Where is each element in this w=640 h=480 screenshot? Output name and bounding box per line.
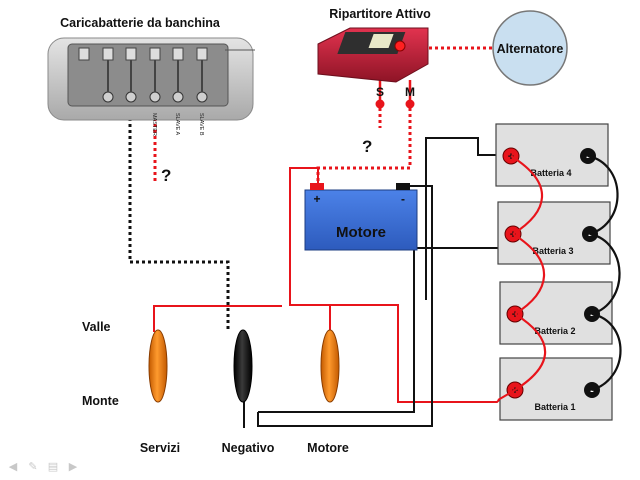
charger-screw-top: [196, 47, 208, 61]
charger-screw-top: [149, 47, 161, 61]
house-battery: +-Batteria 1: [499, 357, 613, 421]
charger-screws: [78, 47, 208, 103]
battery-switches: Servizi Negativo Motore: [140, 329, 349, 455]
alternator: Alternatore: [492, 10, 568, 86]
battery-parallel-negative-wire: [587, 154, 619, 236]
charger-terminal-slave-a: SLAVE A: [174, 113, 180, 136]
battery4-negative-feed-wire: [425, 137, 498, 300]
splitter-question-mark: ?: [362, 137, 372, 156]
prev-arrow-icon[interactable]: ◀: [8, 460, 18, 473]
switch-lever[interactable]: [148, 329, 168, 403]
splitter-terminal-s-dot: [375, 99, 385, 109]
battery-parallel-negative-wire: [589, 232, 621, 316]
charger-screw-top: [125, 47, 137, 61]
splitter-terminal-m-dot: [405, 99, 415, 109]
charger-title: Caricabatterie da banchina: [60, 16, 221, 30]
switch-lever[interactable]: [233, 329, 253, 403]
charger-terminal-master: MASTER: [151, 113, 157, 136]
pen-icon[interactable]: ✎: [28, 460, 38, 473]
charger-terminal-screw: [102, 91, 114, 103]
house-battery-label: Batteria 2: [534, 326, 575, 336]
charger-terminal-slave-b: SLAVE B: [198, 113, 204, 136]
engine-battery-minus: -: [401, 192, 405, 206]
splitter-terminal-m: M: [405, 85, 415, 99]
engine-battery-plus: +: [313, 192, 320, 206]
house-negative-main-wire: [258, 247, 498, 413]
battery-minus-sign: -: [590, 385, 594, 397]
switch-position-upper: Valle: [82, 320, 111, 334]
splitter-led: [394, 40, 406, 52]
battery-parallel-positive-wire: [510, 155, 544, 235]
battery-switch[interactable]: Motore: [307, 329, 349, 455]
slide-navigation: ◀ ✎ ▤ ▶: [6, 461, 80, 473]
charger-terminal-screw: [172, 91, 184, 103]
shore-charger: Caricabatterie da banchina MASTER SLAVE …: [47, 16, 255, 185]
charger-terminal-screw: [149, 91, 161, 103]
engine-battery-plus-post: [310, 183, 324, 190]
house-battery-label: Batteria 4: [530, 168, 571, 178]
charger-terminal-screw: [125, 91, 137, 103]
charger-screw-top: [78, 47, 90, 61]
alternator-label: Alternatore: [497, 42, 564, 56]
alternator-circle: [492, 10, 568, 86]
engine-negative-wire: [257, 185, 433, 427]
house-battery-label: Batteria 3: [532, 246, 573, 256]
charger-screw-top: [102, 47, 114, 61]
charger-terminal-screw: [196, 91, 208, 103]
active-splitter: Ripartitore Attivo S M ?: [317, 7, 431, 156]
battery-parallel-negative-wire: [591, 312, 622, 392]
wires: [128, 46, 511, 428]
battery-parallel-positive-wire: [512, 233, 546, 315]
switch-label: Motore: [307, 441, 349, 455]
splitter-m-dotted-wire: [316, 108, 412, 186]
charger-question-mark: ?: [161, 166, 171, 185]
engine-positive-wire: [289, 167, 511, 403]
switch-position-lower: Monte: [82, 394, 119, 408]
switch-label: Servizi: [140, 441, 180, 455]
splitter-title: Ripartitore Attivo: [329, 7, 431, 21]
switch-label: Negativo: [222, 441, 275, 455]
switch-lever[interactable]: [320, 329, 340, 403]
house-batteries: +-Batteria 4+-Batteria 3+-Batteria 2+-Ba…: [495, 123, 622, 421]
servizi-top-wire: [153, 305, 282, 332]
house-battery-label: Batteria 1: [534, 402, 575, 412]
house-battery: +-Batteria 4: [495, 123, 609, 187]
battery-switch[interactable]: Servizi: [140, 329, 180, 455]
engine-battery: + - Motore: [304, 183, 418, 251]
engine-battery-body: [304, 189, 418, 251]
splitter-label-plate: [368, 34, 394, 48]
engine-battery-label: Motore: [336, 224, 386, 241]
charger-screw-top: [172, 47, 184, 61]
battery-parallel-positive-wire: [514, 313, 547, 391]
splitter-terminal-s: S: [376, 85, 384, 99]
engine-battery-minus-post: [396, 183, 410, 190]
charger-negative-dotted-wire: [128, 112, 230, 330]
next-arrow-icon[interactable]: ▶: [68, 460, 78, 473]
battery-switch[interactable]: Negativo: [222, 329, 275, 455]
battery1-positive-feed-wire: [497, 389, 516, 401]
menu-icon[interactable]: ▤: [47, 460, 59, 473]
